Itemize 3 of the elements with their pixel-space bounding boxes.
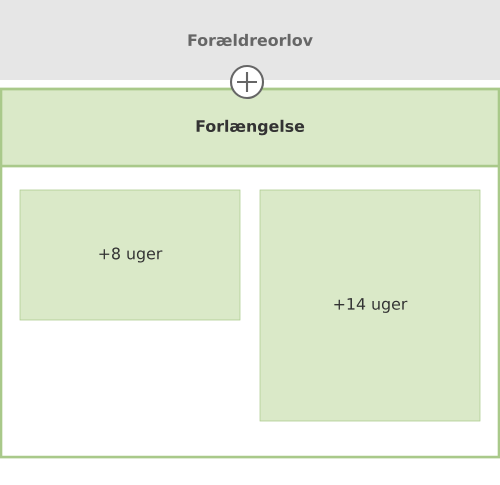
item-box: +8 uger: [20, 190, 240, 320]
title-band: Forældreorlov: [0, 0, 500, 80]
item-box: +14 uger: [260, 190, 480, 422]
